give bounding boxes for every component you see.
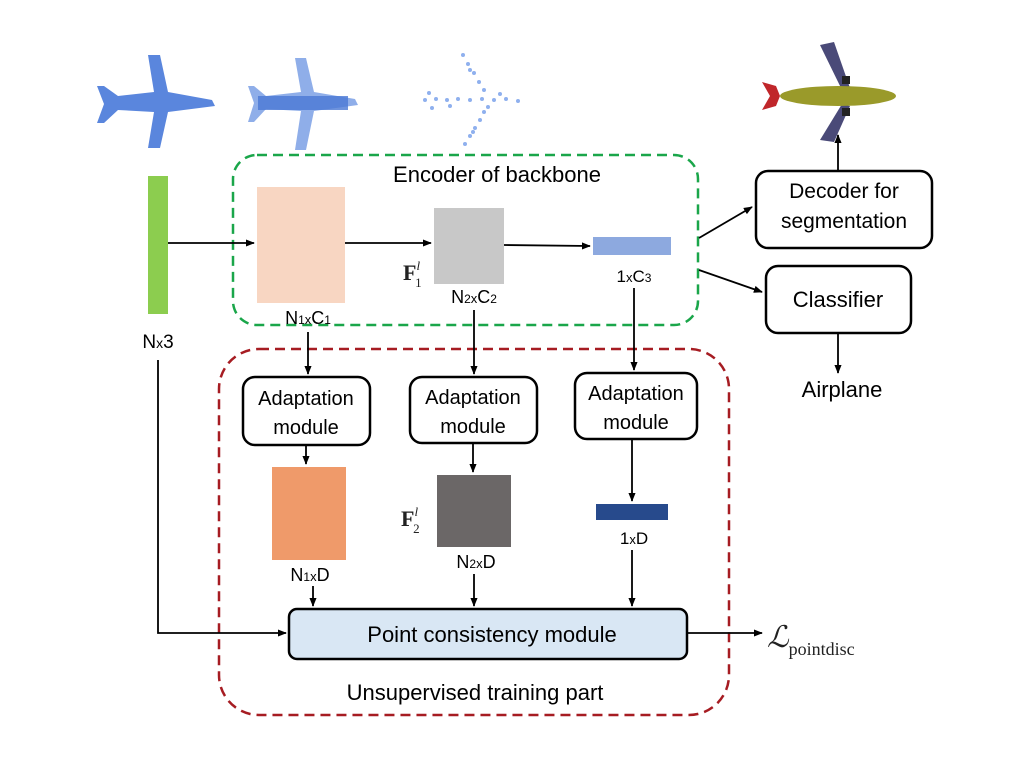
- point-consistency-box: [287, 607, 689, 661]
- block2: [434, 208, 504, 284]
- out1-label: N1xD: [290, 565, 329, 585]
- adaptation-1-line2: module: [273, 417, 339, 439]
- block3-label: 1xC3: [617, 267, 652, 286]
- adaptation-2-line1: Adaptation: [425, 387, 521, 409]
- out3-block: [596, 504, 668, 520]
- adaptation-module-3: [573, 371, 699, 441]
- block1-label: N1xC1: [285, 308, 331, 328]
- arrow-to-decoder: [698, 206, 753, 239]
- arrows: [157, 134, 842, 637]
- decoder-box: [754, 169, 934, 250]
- classifier-output: Airplane: [802, 377, 883, 402]
- arrow-block2-to-block3: [503, 242, 591, 250]
- decoder-label-line2: segmentation: [781, 210, 907, 233]
- airplane-dense-icon: [97, 55, 215, 148]
- block3: [593, 237, 671, 255]
- adaptation-2-line2: module: [440, 416, 506, 438]
- airplane-sparse-icon: [423, 53, 520, 146]
- input-bar: [148, 176, 168, 314]
- out2-label: N2xD: [456, 552, 495, 572]
- block1: [257, 187, 345, 303]
- block2-label: N2xC2: [451, 287, 497, 307]
- adaptation-1-line1: Adaptation: [258, 388, 354, 410]
- encoder-region: [231, 153, 700, 327]
- out2-block: [437, 475, 511, 547]
- classifier-label: Classifier: [793, 287, 883, 312]
- out3-label: 1xD: [620, 529, 648, 548]
- adaptation-3-line2: module: [603, 412, 669, 434]
- point-consistency-label: Point consistency module: [367, 622, 616, 647]
- encoder-title: Encoder of backbone: [393, 162, 601, 187]
- segmented-airplane-icon: [762, 42, 896, 142]
- airplane-medium-icon: [248, 58, 358, 150]
- decoder-label-line1: Decoder for: [789, 180, 899, 203]
- loss-label: ℒpointdisc: [767, 621, 855, 659]
- arrow-input-to-point: [157, 360, 287, 637]
- unsupervised-title: Unsupervised training part: [347, 680, 604, 705]
- arrow-to-classifier: [698, 269, 763, 293]
- input-label: Nx3: [142, 332, 173, 353]
- out1-block: [272, 467, 346, 560]
- adaptation-3-line1: Adaptation: [588, 383, 684, 405]
